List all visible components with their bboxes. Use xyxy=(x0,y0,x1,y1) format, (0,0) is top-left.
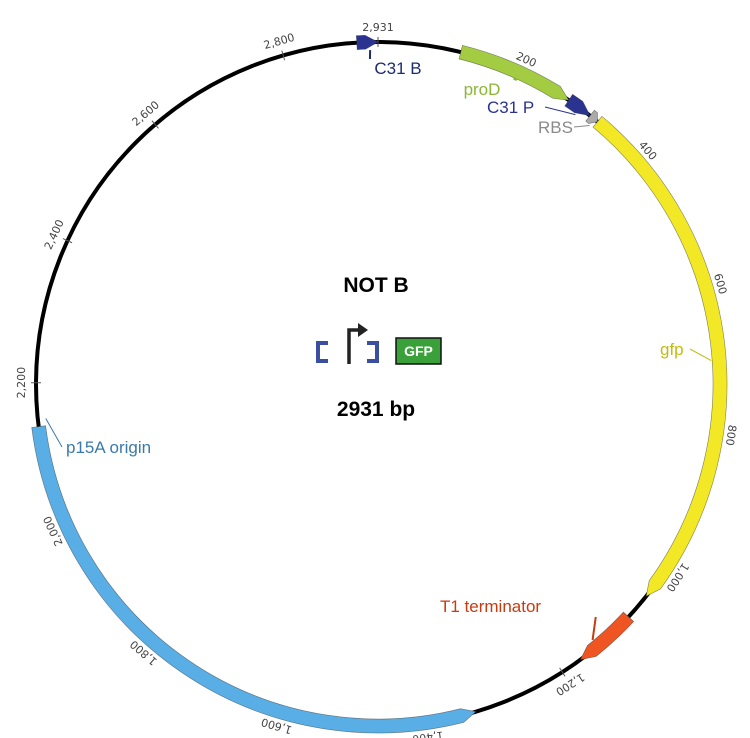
feature-c31p xyxy=(564,93,591,117)
feature-leader-line-gfp xyxy=(689,348,712,362)
feature-leader-line-prod xyxy=(513,78,518,81)
tick-mark xyxy=(62,238,73,244)
construct-glyph: GFP xyxy=(316,323,442,365)
feature-label-p15a: p15A origin xyxy=(66,438,151,457)
plasmid-name: NOT B xyxy=(343,274,408,297)
feature-prod xyxy=(458,45,570,101)
tick-label: 600 xyxy=(711,272,729,296)
feature-leader-line-t1 xyxy=(592,616,597,641)
gfp-box-label: GFP xyxy=(404,343,433,359)
operator-right-icon xyxy=(367,341,379,363)
tick-label: 1,400 xyxy=(411,728,444,738)
tick-label: 2,931 xyxy=(362,21,394,34)
feature-p15a xyxy=(31,425,477,734)
feature-leader-line-c31p xyxy=(544,106,576,116)
feature-c31b xyxy=(355,34,379,50)
promoter-arrow-icon xyxy=(347,328,360,364)
feature-arcs xyxy=(31,34,728,734)
tick-label: 2,800 xyxy=(262,31,296,52)
tick-mark xyxy=(281,50,286,61)
feature-label-t1: T1 terminator xyxy=(440,597,541,616)
tick-marks: 2004006008001,0001,2001,4001,6001,8002,0… xyxy=(15,21,739,738)
promoter-arrowhead-icon xyxy=(358,323,368,337)
feature-leader-line-rbs xyxy=(573,125,590,128)
plasmid-size: 2931 bp xyxy=(337,398,415,421)
feature-rbs xyxy=(585,109,598,124)
feature-label-prod: proD xyxy=(464,80,501,99)
feature-gfp xyxy=(592,115,728,597)
feature-leader-line-p15a xyxy=(45,418,63,448)
tick-label: 800 xyxy=(723,424,739,447)
tick-label: 2,200 xyxy=(15,367,28,399)
feature-label-c31p: C31 P xyxy=(487,98,534,117)
feature-label-rbs: RBS xyxy=(538,118,573,137)
feature-label-c31b: C31 B xyxy=(374,59,421,78)
tick-mark xyxy=(559,667,566,677)
feature-t1 xyxy=(579,611,635,661)
feature-label-gfp: gfp xyxy=(660,340,684,359)
operator-left-icon xyxy=(316,341,328,363)
tick-mark xyxy=(151,120,159,129)
gfp-box xyxy=(395,337,442,365)
